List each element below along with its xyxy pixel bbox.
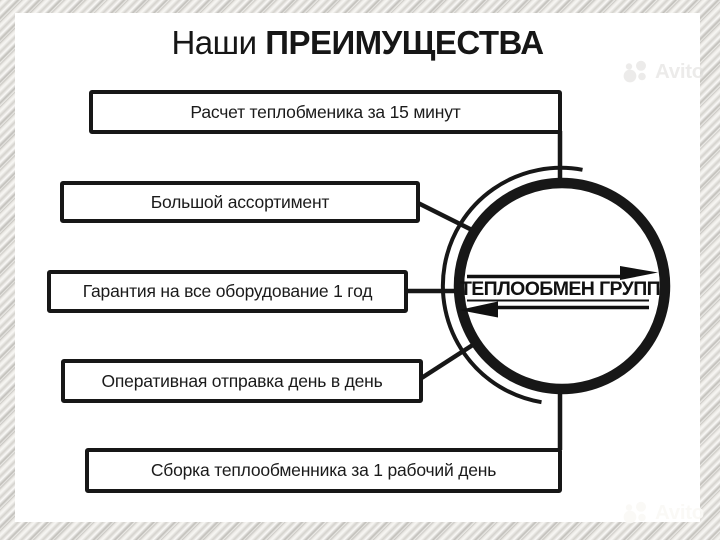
avito-wordmark: Avito bbox=[655, 60, 704, 83]
logo-circle bbox=[453, 177, 671, 395]
advantage-box-assembly: Сборка теплообменника за 1 рабочий день bbox=[85, 448, 562, 493]
logo-outer-arc bbox=[440, 165, 583, 405]
advantage-box-calculation: Расчет теплобменика за 15 минут bbox=[89, 90, 562, 134]
logo-arrows-icon bbox=[459, 266, 658, 318]
advantage-label: Оперативная отправка день в день bbox=[101, 370, 383, 391]
avito-wordmark: Avito bbox=[655, 501, 704, 524]
connector-shipping bbox=[418, 337, 484, 381]
page-title: Наши ПРЕИМУЩЕСТВА bbox=[15, 24, 700, 62]
advantage-label: Большой ассортимент bbox=[150, 191, 330, 212]
advantage-box-shipping: Оперативная отправка день в день bbox=[61, 359, 423, 403]
advantage-label: Гарантия на все оборудование 1 год bbox=[82, 281, 373, 301]
avito-logo-icon bbox=[623, 501, 646, 524]
company-logo-text: ТЕПЛООБМЕН ГРУПП bbox=[459, 278, 661, 300]
advantage-box-warranty: Гарантия на все оборудование 1 год bbox=[47, 270, 408, 313]
advantage-label: Сборка теплообменника за 1 рабочий день bbox=[150, 460, 497, 480]
watermark-top: Avito bbox=[621, 60, 704, 84]
title-bold: ПРЕИМУЩЕСТВА bbox=[265, 24, 544, 61]
advantage-label: Расчет теплобменика за 15 минут bbox=[190, 101, 461, 122]
watermark-bottom: Avito bbox=[621, 501, 704, 525]
advantage-box-assortment: Большой ассортимент bbox=[60, 181, 420, 223]
arrow-top-head bbox=[620, 266, 658, 280]
title-regular: Наши bbox=[171, 24, 257, 61]
avito-logo-icon bbox=[623, 60, 646, 83]
arrow-bottom-head bbox=[459, 301, 498, 318]
